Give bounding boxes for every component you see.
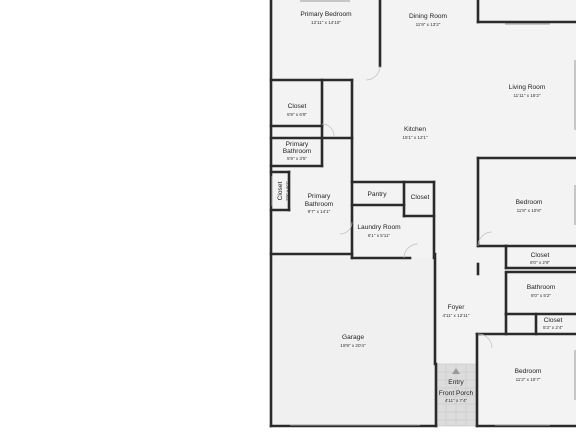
- room-primary-bedroom-name: Primary Bedroom: [300, 11, 352, 18]
- door-swings: [321, 65, 493, 349]
- room-bathroom-name: Bathroom: [527, 284, 556, 291]
- room-closet-primary-dims: 5'9" x 6'8": [287, 112, 307, 117]
- room-kitchen-name: Kitchen: [404, 126, 426, 133]
- room-closet-bedroom-lower-name: Closet: [544, 317, 563, 324]
- room-front-porch-dims: 4'11" x 7'4": [445, 398, 468, 403]
- room-laundry-room-name: Laundry Room: [357, 224, 401, 231]
- room-primary-bathroom-lower-name-line2: Bathroom: [305, 201, 334, 208]
- room-foyer-name: Foyer: [448, 304, 466, 311]
- room-bedroom-lower-dims: 11'2" x 10'7": [516, 377, 541, 382]
- windows: [271, 0, 576, 426]
- room-primary-bedroom-dims: 12'11" x 14'10": [311, 20, 341, 25]
- room-foyer-dims: 4'11" x 12'11": [442, 313, 469, 318]
- room-bedroom-upper-dims: 11'8" x 10'8": [517, 208, 542, 213]
- room-primary-bathroom-upper-dims: 5'9" x 3'5": [287, 156, 307, 161]
- room-entry-name: Entry: [448, 379, 464, 386]
- room-bedroom-upper-name: Bedroom: [516, 199, 543, 206]
- room-bedroom-lower-name: Bedroom: [515, 368, 542, 375]
- interior-walls: [269, 0, 576, 366]
- entry-arrow-icon: [452, 368, 460, 374]
- room-closet-small-name: Closet: [277, 181, 284, 200]
- room-primary-bathroom-upper-name-line2: Bathroom: [283, 148, 312, 155]
- room-primary-bathroom-lower-dims: 9'7" x 14'1": [308, 209, 331, 214]
- exterior-walls: [269, 0, 576, 428]
- room-closet-bedroom-lower-dims: 5'3" x 2'4": [543, 325, 563, 330]
- room-dining-room-dims: 11'9" x 13'2": [416, 22, 441, 27]
- room-dining-room-name: Dining Room: [409, 13, 448, 20]
- room-bathroom-dims: 8'0" x 5'2": [531, 293, 551, 298]
- room-primary-bathroom-lower-name-line1: Primary: [308, 193, 331, 200]
- room-front-porch-name: Front Porch: [439, 390, 474, 397]
- room-primary-bathroom-upper-name-line1: Primary: [286, 141, 309, 148]
- room-laundry-room-dims: 6'1" x 5'11": [368, 233, 391, 238]
- room-closet-small-dims: 2'9" x 5'1": [285, 181, 290, 201]
- room-closet-bedroom-upper-name: Closet: [531, 252, 550, 259]
- room-closet-primary-name: Closet: [288, 103, 307, 110]
- room-living-room-dims: 11'11" x 16'2": [513, 93, 540, 98]
- room-closet-bedroom-upper-dims: 8'0" x 2'9": [530, 260, 550, 265]
- room-labels: Primary Bedroom 12'11" x 14'10" Dining R…: [277, 11, 563, 403]
- room-living-room-name: Living Room: [509, 84, 546, 91]
- room-garage-dims: 19'9" x 20'4": [340, 343, 366, 348]
- room-pantry-name: Pantry: [367, 191, 387, 198]
- room-closet-kitchen-name: Closet: [411, 194, 430, 201]
- room-kitchen-dims: 15'1" x 12'1": [402, 135, 428, 140]
- room-garage-name: Garage: [342, 334, 364, 341]
